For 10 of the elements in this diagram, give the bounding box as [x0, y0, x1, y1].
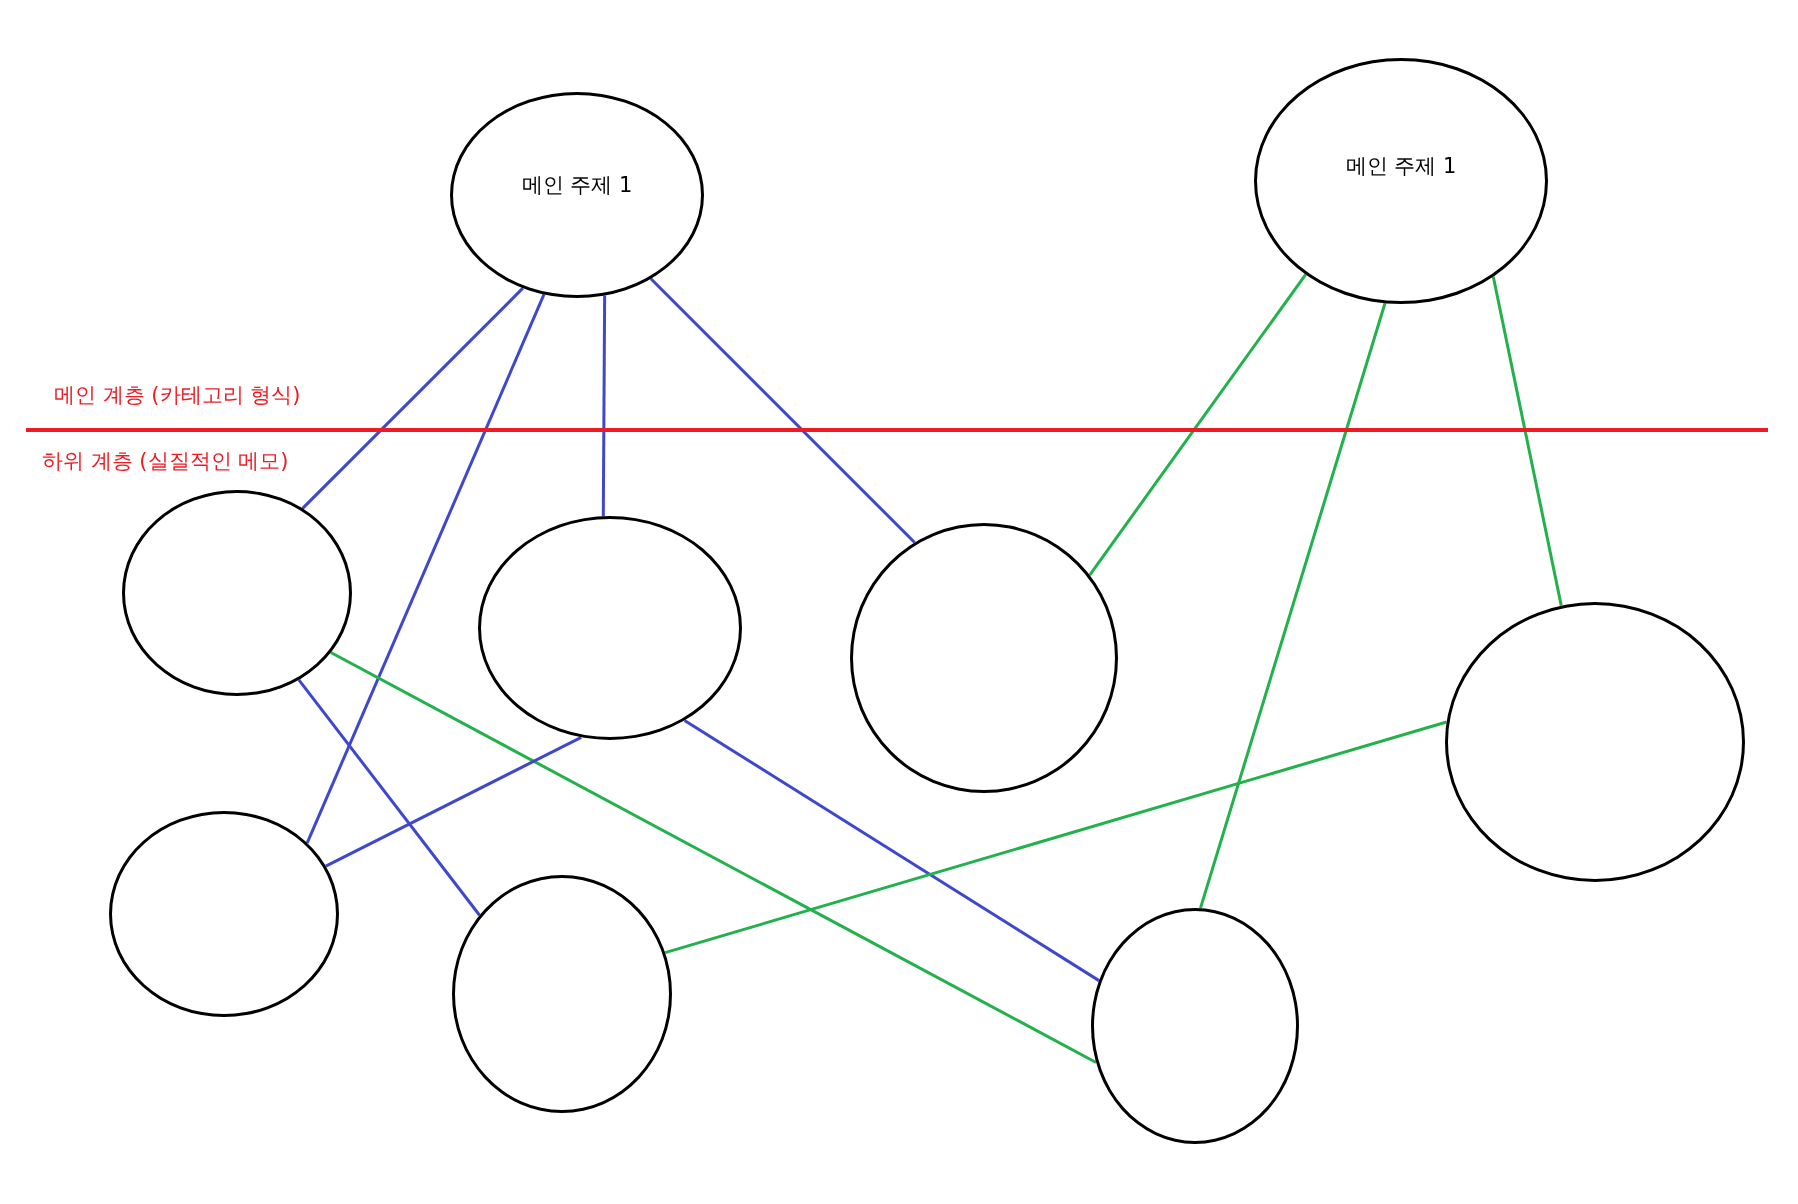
- connector-line: [664, 720, 1447, 955]
- connector-line: [1199, 302, 1387, 909]
- node-label: 메인 주제 1: [1344, 153, 1458, 181]
- layer-label: 하위 계층 (실질적인 메모): [42, 448, 289, 475]
- connector-line: [1491, 276, 1563, 606]
- node-label: 메인 주제 1: [520, 172, 634, 199]
- connector-line: [1088, 273, 1307, 576]
- layer-label: 메인 계층 (카테고리 형식): [54, 382, 301, 409]
- connector-line: [649, 277, 916, 544]
- connector-line: [601, 295, 607, 517]
